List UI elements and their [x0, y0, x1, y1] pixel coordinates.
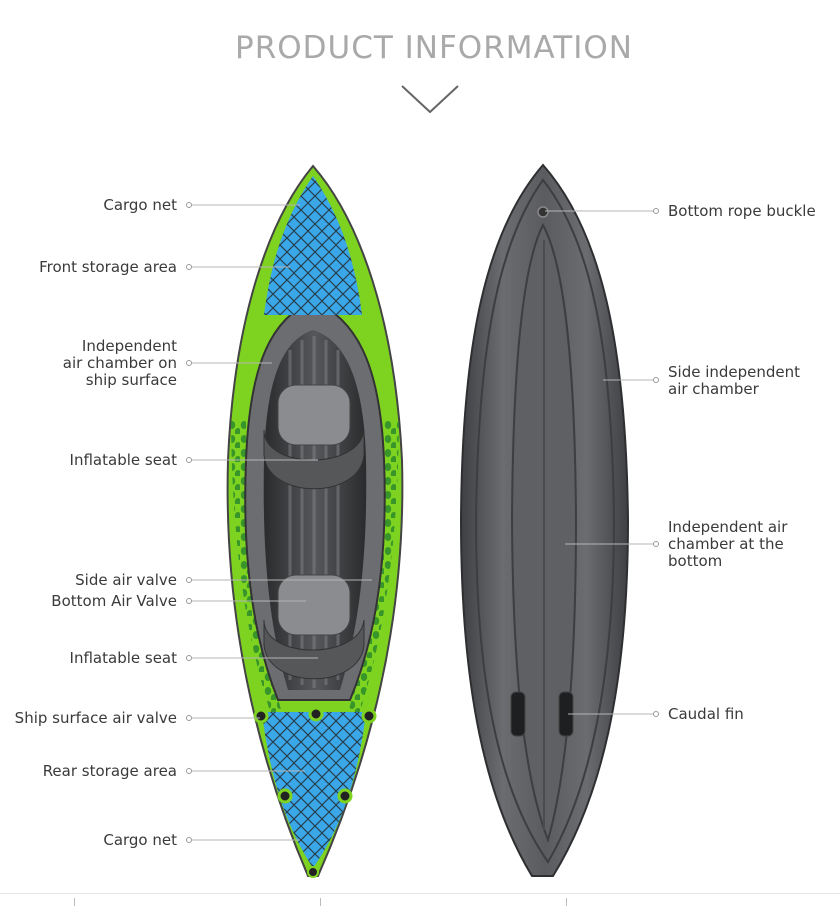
kayak-bottom-view [459, 163, 630, 877]
label-rear-storage: Rear storage area [42, 762, 177, 780]
divider-tick [566, 898, 567, 906]
label-front-storage: Front storage area [39, 258, 177, 276]
divider-tick [74, 898, 75, 906]
label-caudal-fin: Caudal fin [668, 705, 744, 723]
kayak-top-view [226, 164, 404, 878]
label-rope-buckle: Bottom rope buckle [668, 202, 816, 220]
label-line: Independent air [668, 518, 788, 536]
label-independent-chamber: Independent air chamber on ship surface [63, 338, 177, 389]
label-line: air chamber [668, 380, 759, 398]
label-line: ship surface [85, 371, 177, 389]
label-side-chamber: Side independent air chamber [668, 364, 800, 398]
label-cargo-net-top: Cargo net [103, 196, 177, 214]
label-bottom-valve: Bottom Air Valve [51, 592, 177, 610]
chevron-down-icon [401, 85, 459, 114]
leader-lines [186, 202, 659, 843]
divider [0, 893, 840, 894]
label-seat-rear: Inflatable seat [69, 649, 177, 667]
page-title: PRODUCT INFORMATION [235, 30, 633, 66]
label-line: Independent [81, 337, 177, 355]
label-bottom-chamber: Independent air chamber at the bottom [668, 519, 787, 570]
label-surface-valve: Ship surface air valve [14, 709, 177, 727]
divider-tick [320, 898, 321, 906]
label-seat-front: Inflatable seat [69, 451, 177, 469]
label-line: Side independent [668, 363, 801, 381]
label-side-valve: Side air valve [75, 571, 177, 589]
label-line: air chamber on [62, 354, 177, 372]
label-cargo-net-bottom: Cargo net [103, 831, 177, 849]
label-line: chamber at the [668, 535, 784, 553]
label-line: bottom [668, 552, 723, 570]
